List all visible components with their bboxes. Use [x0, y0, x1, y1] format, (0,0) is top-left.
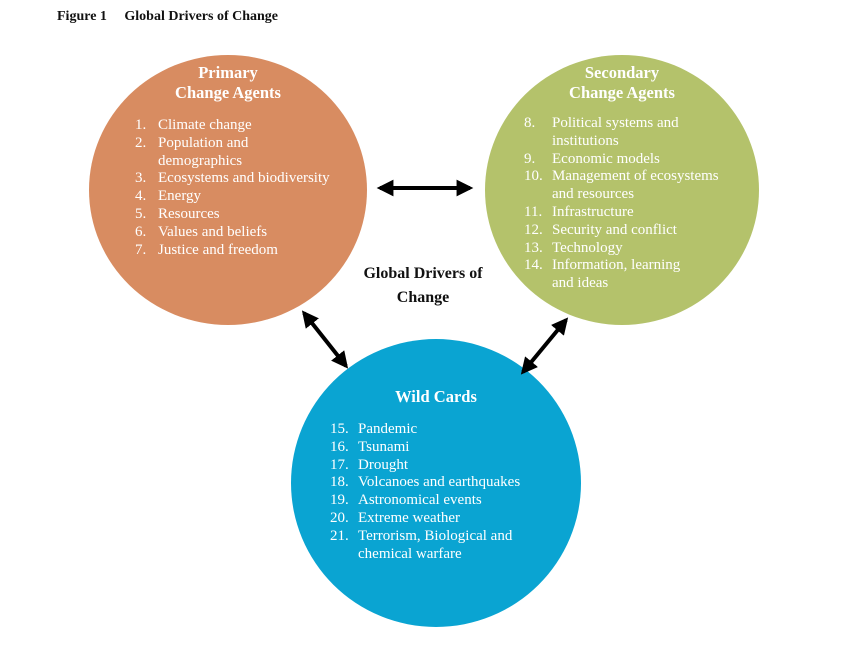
list-item: 15.Pandemic — [330, 421, 418, 437]
secondary-list: 8.Political systems and institutions 9.E… — [524, 115, 719, 293]
list-item: 1.Climate change — [135, 117, 252, 133]
primary-list: 1.Climate change 2.Population and demogr… — [135, 117, 330, 259]
wild-list: 15.Pandemic 16.Tsunami 17.Drought 18.Vol… — [330, 421, 520, 563]
list-item: 4.Energy — [135, 188, 202, 205]
secondary-change-agents-circle: Secondary Change Agents 8.Political syst… — [485, 55, 759, 325]
list-item: 11.Infrastructure — [524, 203, 634, 220]
list-item: 3.Ecosystems and biodiversity — [135, 170, 330, 187]
list-item: 10.Management of ecosystems and resource… — [524, 168, 719, 203]
list-item: 19.Astronomical events — [330, 492, 482, 509]
figure-number: Figure 1 — [57, 9, 107, 24]
secondary-title: Secondary Change Agents — [569, 63, 675, 102]
list-item: 17.Drought — [330, 456, 408, 473]
list-item: 6.Values and beliefs — [135, 223, 268, 240]
list-item: 5.Resources — [135, 205, 220, 222]
list-item: 2.Population and demographics — [135, 134, 249, 169]
list-item: 14.Information, learning and ideas — [524, 257, 681, 292]
list-item: 18.Volcanoes and earthquakes — [330, 474, 521, 491]
list-item: 21.Terrorism, Biological and chemical wa… — [330, 527, 513, 562]
figure-title: Global Drivers of Change — [124, 9, 279, 24]
list-item: 9.Economic models — [524, 150, 660, 167]
list-item: 8.Political systems and institutions — [524, 115, 679, 149]
primary-title: Primary Change Agents — [175, 63, 281, 102]
list-item: 16.Tsunami — [330, 438, 410, 455]
figure-caption: Figure 1 Global Drivers of Change — [57, 9, 278, 25]
primary-change-agents-circle: Primary Change Agents 1.Climate change 2… — [89, 55, 367, 325]
primary-wild-arrow — [301, 310, 349, 369]
wild-title: Wild Cards — [395, 387, 477, 406]
secondary-wild-arrow — [520, 317, 569, 375]
center-label: Global Drivers of Change — [363, 265, 483, 306]
wild-cards-circle: Wild Cards 15.Pandemic 16.Tsunami 17.Dro… — [291, 339, 581, 627]
list-item: 20.Extreme weather — [330, 509, 461, 526]
list-item: 12.Security and conflict — [524, 221, 677, 238]
list-item: 13.Technology — [524, 239, 623, 256]
list-item: 7.Justice and freedom — [135, 241, 278, 258]
